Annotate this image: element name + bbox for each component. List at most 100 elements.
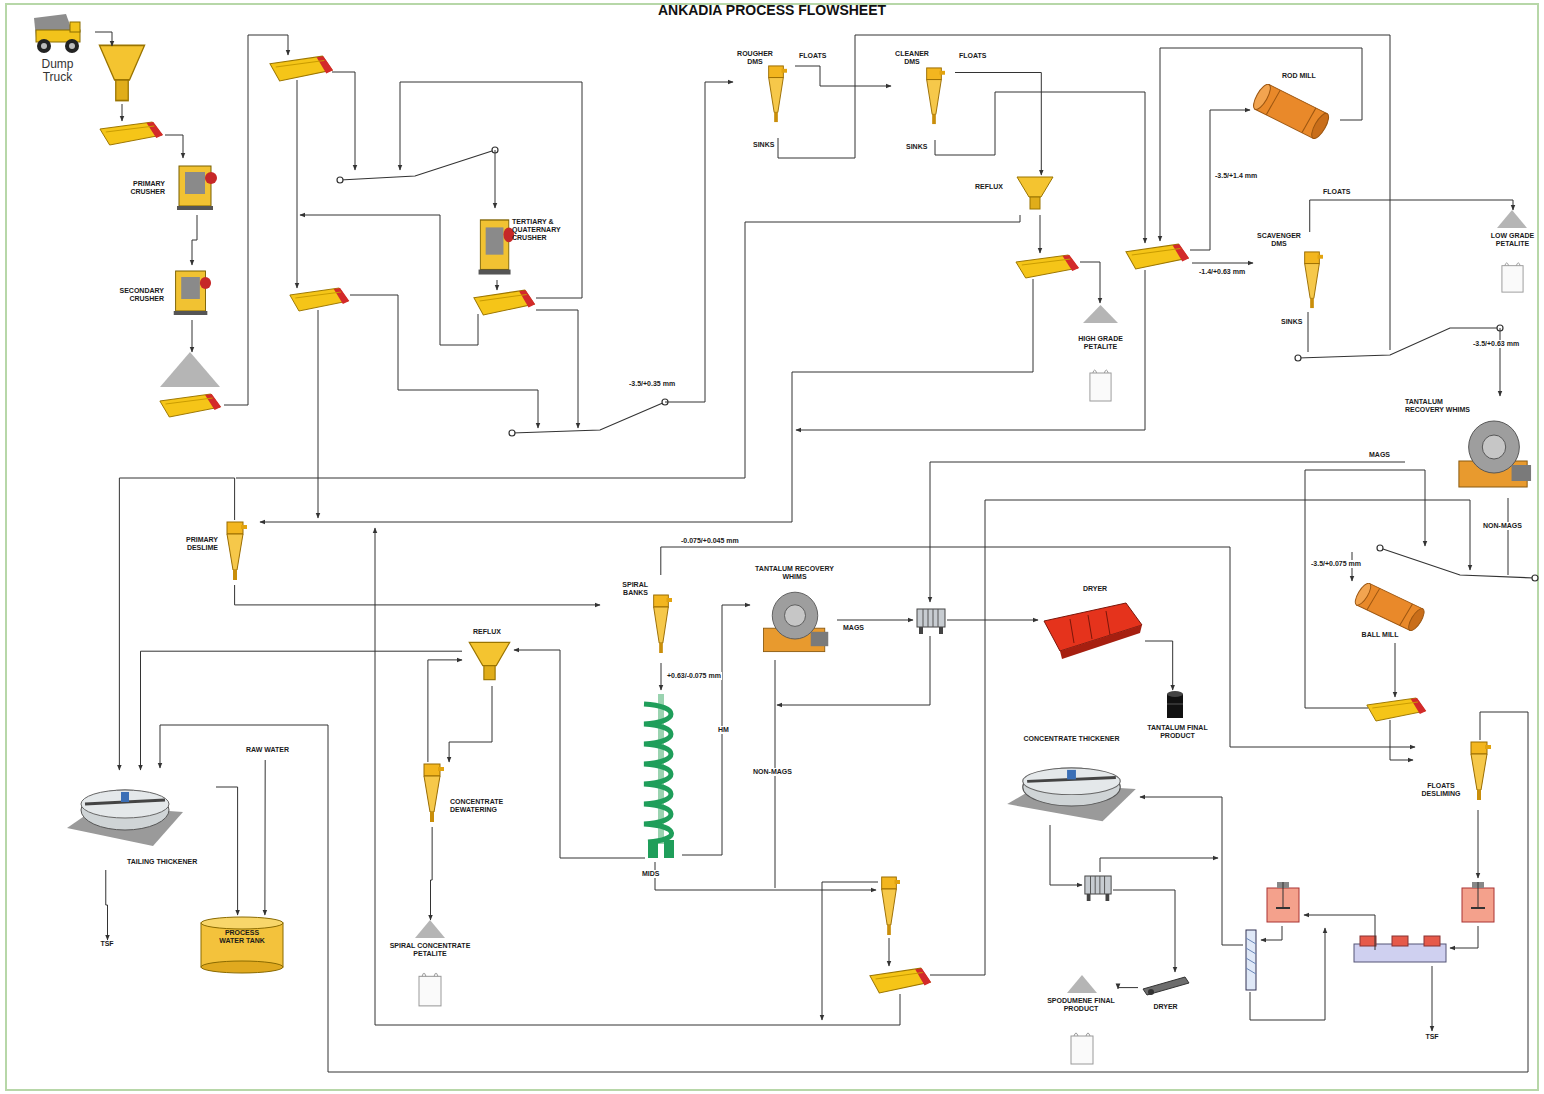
conveyor xyxy=(337,147,1538,581)
cyc-icon xyxy=(654,595,672,653)
flow-arrow xyxy=(400,82,582,298)
equipment-label: CLEANER DMS xyxy=(893,50,931,66)
flow-arrow xyxy=(1050,825,1082,885)
equipment-icon xyxy=(100,45,145,100)
equipment-label: Dump Truck xyxy=(35,58,80,84)
equipment-icon xyxy=(1250,72,1341,142)
equipment-label: SECONDARY CRUSHER xyxy=(100,287,164,303)
stream-label: SINKS xyxy=(1280,318,1303,326)
conveyor xyxy=(512,402,665,433)
equipment-icon xyxy=(1485,210,1541,295)
equipment-label: TSF xyxy=(1420,1033,1444,1041)
hopper-icon xyxy=(469,642,510,679)
flow-arrow xyxy=(1140,797,1243,945)
equipment-node: ROUGHER DMS xyxy=(735,50,795,138)
equipment-icon xyxy=(1068,305,1134,405)
cyc-icon xyxy=(1471,742,1491,800)
flow-connector xyxy=(1310,200,1513,232)
equipment-label: PROCESS WATER TANK xyxy=(213,929,271,945)
equipment-icon xyxy=(1126,244,1189,269)
equipment-icon xyxy=(1367,698,1426,721)
stream-label: FLOATS xyxy=(798,52,827,60)
equipment-icon xyxy=(100,122,163,145)
stream-label: -3.5/+0.63 mm xyxy=(1472,340,1520,348)
flow-arrow xyxy=(224,35,288,405)
flow-arrow xyxy=(122,104,123,121)
equipment-label: TANTALUM RECOVERY WHIMS xyxy=(1405,398,1480,414)
conveyor xyxy=(1298,328,1500,358)
equipment-icon xyxy=(168,520,258,585)
flow-arrow xyxy=(160,712,1528,1072)
equipment-icon xyxy=(1140,690,1216,752)
cyc-icon xyxy=(1305,252,1323,308)
equipment-icon xyxy=(160,352,220,387)
equipment-icon xyxy=(735,50,795,138)
flow-arrow xyxy=(1500,328,1501,396)
stream-label: SINKS xyxy=(752,141,775,149)
flow-arrow xyxy=(1304,915,1375,950)
equipment-node: PROCESS WATER TANK xyxy=(198,915,286,975)
flow-arrow xyxy=(795,66,891,86)
flow-arrow xyxy=(495,150,496,208)
flow-arrow xyxy=(1080,262,1100,303)
equipment-icon xyxy=(1255,232,1327,312)
equipment-node: TAILING THICKENER xyxy=(65,770,216,870)
flow-line xyxy=(236,215,1020,478)
flow-arrow xyxy=(655,862,876,890)
equipment-icon xyxy=(644,694,674,858)
equipment-label: RAW WATER xyxy=(240,746,295,754)
equipment-label: DRYER xyxy=(1078,585,1112,593)
equipment-label: REFLUX xyxy=(975,183,1011,191)
equipment-node: RAW WATER xyxy=(240,746,296,760)
flow-arrow xyxy=(1040,215,1041,253)
equipment-label: SPIRAL BANKS xyxy=(600,581,648,597)
equipment-icon xyxy=(1354,936,1446,962)
equipment-node: TSF xyxy=(95,940,120,954)
flow-arrow xyxy=(375,528,900,1025)
flow-arrow xyxy=(514,650,645,858)
equipment-node: TANTALUM RECOVERY WHIMS xyxy=(1405,398,1535,498)
stream-label: HM xyxy=(717,726,730,734)
equipment-node: PRIMARY CRUSHER xyxy=(105,160,220,215)
equipment-label: DRYER xyxy=(1138,1003,1193,1011)
dryer2-icon xyxy=(1143,977,1189,995)
equipment-icon xyxy=(870,968,931,993)
stream-label: +0.63/-0.075 mm xyxy=(666,672,722,680)
flow-line xyxy=(1308,312,1309,352)
equipment-node: SECONDARY CRUSHER xyxy=(100,265,215,320)
flow-arrow xyxy=(665,82,733,402)
equipment-label: TANTALUM FINAL PRODUCT xyxy=(1140,724,1215,740)
equipment-icon xyxy=(1045,975,1118,1067)
stream-label: NON-MAGS xyxy=(752,768,793,776)
drum-icon xyxy=(1167,691,1183,718)
equipment-icon xyxy=(270,56,333,81)
stream-label: MIDS xyxy=(641,870,661,878)
hopper-icon xyxy=(1017,177,1053,209)
flow-arrow xyxy=(300,215,478,345)
equipment-label: HIGH GRADE PETALITE xyxy=(1068,335,1133,351)
flow-arrow xyxy=(1432,966,1433,1031)
mill-icon xyxy=(1352,581,1427,632)
equipment-node: Dump Truck xyxy=(20,12,95,92)
equipment-label: CONCENTRATE THICKENER xyxy=(1005,735,1138,743)
flow-arrow xyxy=(297,80,298,288)
flow-line xyxy=(778,35,1390,350)
pile-icon xyxy=(1067,975,1097,993)
equipment-label: LOW GRADE PETALITE xyxy=(1485,232,1540,248)
flow-connector xyxy=(449,686,492,762)
cyc-icon xyxy=(927,68,945,124)
tank-icon xyxy=(201,917,283,973)
flow-connector xyxy=(235,585,600,605)
equipment-label: FLOATS DESLIMING xyxy=(1415,782,1467,798)
equipment-icon xyxy=(1016,255,1079,278)
flow-arrow xyxy=(95,32,1528,1072)
bag-icon xyxy=(1502,263,1523,292)
equipment-node: BALL MILL xyxy=(1340,583,1430,643)
flow-connector xyxy=(431,827,433,920)
stream-label: SINKS xyxy=(905,143,928,151)
conveyor xyxy=(1380,548,1535,578)
equipment-icon xyxy=(462,628,512,686)
flow-connector xyxy=(192,215,197,265)
flow-arrow xyxy=(682,605,750,855)
equipment-node: SPODUMENE FINAL PRODUCT xyxy=(1045,975,1118,1067)
